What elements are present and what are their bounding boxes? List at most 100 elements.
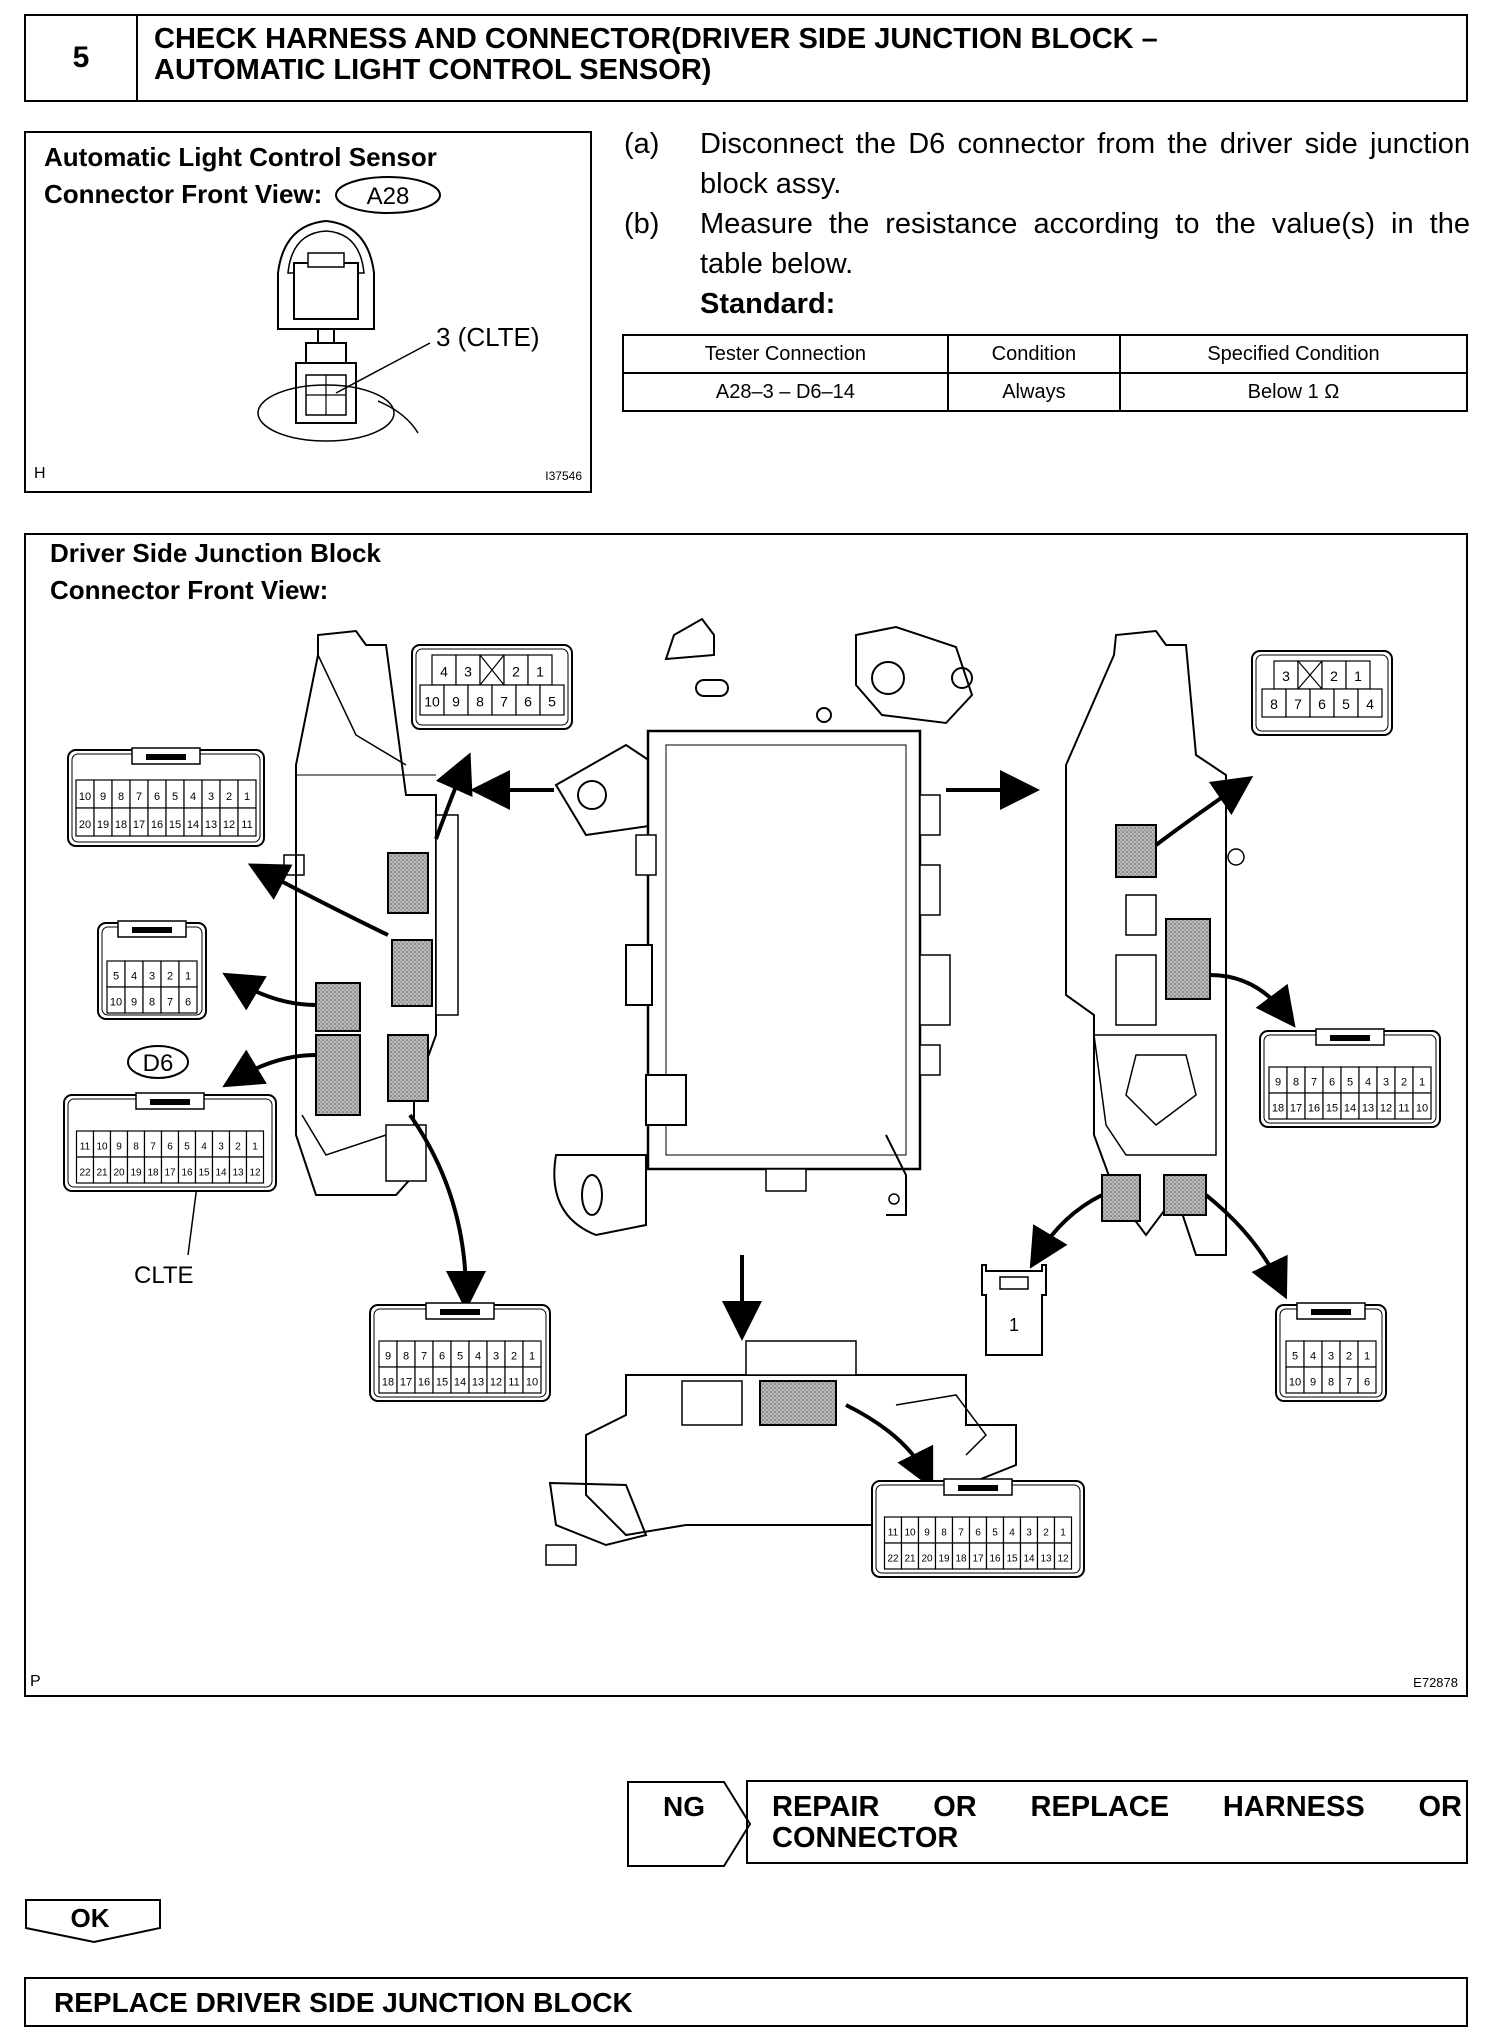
- terminal-number: 2: [167, 971, 173, 983]
- terminal-number: 18: [382, 1377, 394, 1389]
- terminal-number: 15: [1326, 1103, 1338, 1115]
- terminal-number: 10: [424, 694, 440, 710]
- junction-figure-code: E72878: [1413, 1675, 1458, 1690]
- terminal-number: 2: [512, 664, 520, 680]
- terminal-number: 1: [252, 1142, 258, 1153]
- terminal-number: 10: [904, 1528, 916, 1539]
- terminal-number: 7: [500, 694, 508, 710]
- terminal-number: 18: [147, 1168, 159, 1179]
- terminal-number: 17: [133, 819, 145, 831]
- terminal-number: 4: [1009, 1528, 1015, 1539]
- terminal-number: 7: [1311, 1077, 1317, 1089]
- instruction-text: block assy.: [700, 168, 842, 200]
- ng-action-text: REPAIR OR REPLACE HARNESS OR CONNECTOR: [772, 1792, 1462, 1854]
- terminal-number: 1: [1364, 1351, 1370, 1363]
- terminal-number: 6: [439, 1351, 445, 1363]
- direction-arrows: [222, 752, 1296, 1490]
- terminal-number: 19: [97, 819, 109, 831]
- terminal-number: 6: [524, 694, 532, 710]
- terminal-number: 3: [1328, 1351, 1334, 1363]
- instruction-a: (a) Disconnect the D6 connector from the…: [624, 124, 1470, 204]
- connector-terminal: [1412, 1092, 1432, 1120]
- terminal-number: 5: [1342, 696, 1350, 712]
- terminal-number: 13: [205, 819, 217, 831]
- terminal-number: 8: [149, 997, 155, 1009]
- terminal-number: 10: [526, 1377, 538, 1389]
- terminal-number: 1: [1009, 1315, 1019, 1335]
- table-cell: Always: [946, 372, 1122, 412]
- connector-1pin: 1: [981, 1264, 1047, 1356]
- connector-terminal: [419, 684, 445, 716]
- ng-label: NG: [663, 1791, 705, 1822]
- sensor-figure-title-line2: Connector Front View:: [44, 179, 323, 209]
- left-side-view: [283, 629, 459, 1196]
- junction-figure-title: Driver Side Junction Block Connector Fro…: [50, 535, 381, 609]
- terminal-number: 2: [226, 791, 232, 803]
- sensor-figure-title: Automatic Light Control Sensor Connector…: [44, 139, 437, 213]
- junction-block-figure: Driver Side Junction Block Connector Fro…: [24, 533, 1468, 1697]
- terminal-number: 3: [218, 1142, 224, 1153]
- junction-figure-title-line2: Connector Front View:: [50, 575, 329, 605]
- final-action-text: REPLACE DRIVER SIDE JUNCTION BLOCK: [54, 1987, 633, 2018]
- sensor-figure-title-line1: Automatic Light Control Sensor: [44, 142, 437, 172]
- arrow-to-connector: [434, 752, 473, 840]
- instruction-text: Disconnect the D6 connector from the dri…: [700, 128, 1470, 160]
- ng-action-line1: REPAIR OR REPLACE HARNESS OR: [772, 1791, 1462, 1823]
- terminal-number: 11: [1398, 1103, 1409, 1115]
- terminal-number: 14: [215, 1168, 227, 1179]
- terminal-number: 18: [115, 819, 127, 831]
- table-row: A28–3 – D6–14 Always Below 1 Ω: [622, 372, 1468, 412]
- connector-terminal: [539, 684, 565, 716]
- connector-terminal: [1321, 660, 1347, 690]
- table-header-row: Tester Connection Condition Specified Co…: [622, 334, 1468, 374]
- sensor-corner-letter: H: [34, 465, 46, 482]
- instruction-b: (b) Measure the resistance according to …: [624, 204, 1470, 324]
- terminal-number: 7: [1294, 696, 1302, 712]
- terminal-number: 10: [96, 1142, 108, 1153]
- terminal-number: 11: [888, 1528, 899, 1539]
- junction-figure-title-line1: Driver Side Junction Block: [50, 538, 381, 568]
- terminal-number: 5: [457, 1351, 463, 1363]
- terminal-number: 2: [1330, 668, 1338, 684]
- terminal-number: 11: [241, 819, 252, 831]
- terminal-number: 19: [130, 1168, 142, 1179]
- terminal-number: 20: [79, 819, 91, 831]
- terminal-number: 12: [1380, 1103, 1392, 1115]
- terminal-number: 4: [201, 1142, 207, 1153]
- terminal-number: 7: [421, 1351, 427, 1363]
- terminal-number: 7: [150, 1142, 156, 1153]
- terminal-number: 6: [1364, 1377, 1370, 1389]
- terminal-number: 16: [181, 1168, 193, 1179]
- terminal-number: 6: [185, 997, 191, 1009]
- terminal-number: 13: [1362, 1103, 1374, 1115]
- terminal-number: 4: [1366, 696, 1374, 712]
- terminal-number: 20: [921, 1554, 933, 1565]
- terminal-number: 2: [1401, 1077, 1407, 1089]
- instruction-text: table below.: [700, 248, 854, 280]
- terminal-number: 22: [79, 1168, 91, 1179]
- terminal-number: 8: [133, 1142, 139, 1153]
- final-action-box: REPLACE DRIVER SIDE JUNCTION BLOCK: [24, 1977, 1468, 2027]
- instructions: (a) Disconnect the D6 connector from the…: [624, 124, 1470, 324]
- connector-terminal: [1357, 1366, 1377, 1394]
- table-header-cell: Tester Connection: [622, 334, 949, 374]
- step-number: 5: [26, 16, 138, 100]
- terminal-number: 4: [1310, 1351, 1316, 1363]
- terminal-number: 17: [164, 1168, 176, 1179]
- connector-terminal: [237, 807, 257, 837]
- connector-terminal: [245, 1156, 265, 1184]
- terminal-number: 1: [1060, 1528, 1066, 1539]
- terminal-number: 17: [972, 1554, 984, 1565]
- terminal-number: 5: [548, 694, 556, 710]
- sensor-connector-figure: Automatic Light Control Sensor Connector…: [24, 131, 592, 493]
- terminal-number: 9: [1310, 1377, 1316, 1389]
- terminal-number: 4: [475, 1351, 481, 1363]
- terminal-number: 18: [955, 1554, 967, 1565]
- terminal-number: 5: [172, 791, 178, 803]
- terminal-number: 4: [440, 664, 448, 680]
